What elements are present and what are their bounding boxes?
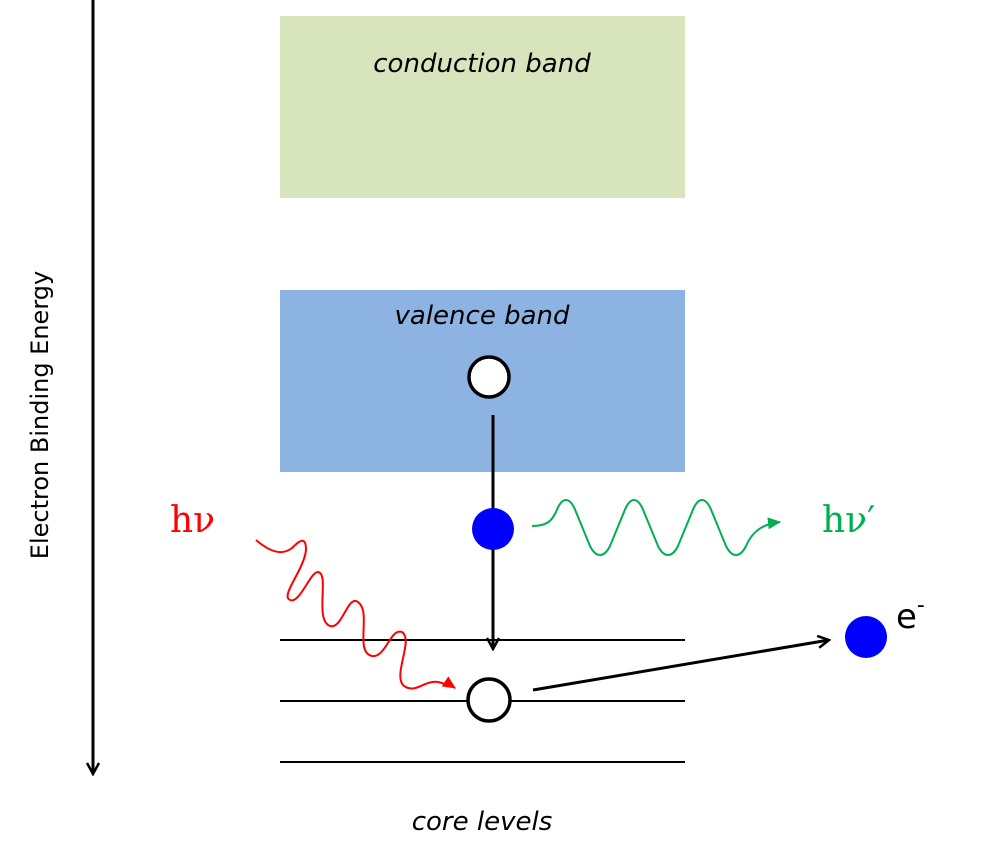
valence-band-label: valence band [395,301,570,331]
incident-photon-label: hν [170,500,215,541]
valence-hole [467,355,511,399]
axis-label: Electron Binding Energy [26,271,54,559]
core-hole [466,677,512,723]
electron-symbol: e [896,597,917,637]
conduction-band [280,16,685,198]
photoelectron-label: e- [896,593,925,637]
photoelectron-arrow [532,640,829,692]
emitted-photon-wave [531,499,781,556]
transition-electron [472,508,514,550]
emitted-photon-label: hν′ [822,500,875,541]
electron-charge: - [917,593,925,618]
incident-photon-wave [255,539,456,690]
core-levels-label: core levels [412,807,553,837]
photoelectron [845,616,887,658]
conduction-band-label: conduction band [373,49,591,79]
